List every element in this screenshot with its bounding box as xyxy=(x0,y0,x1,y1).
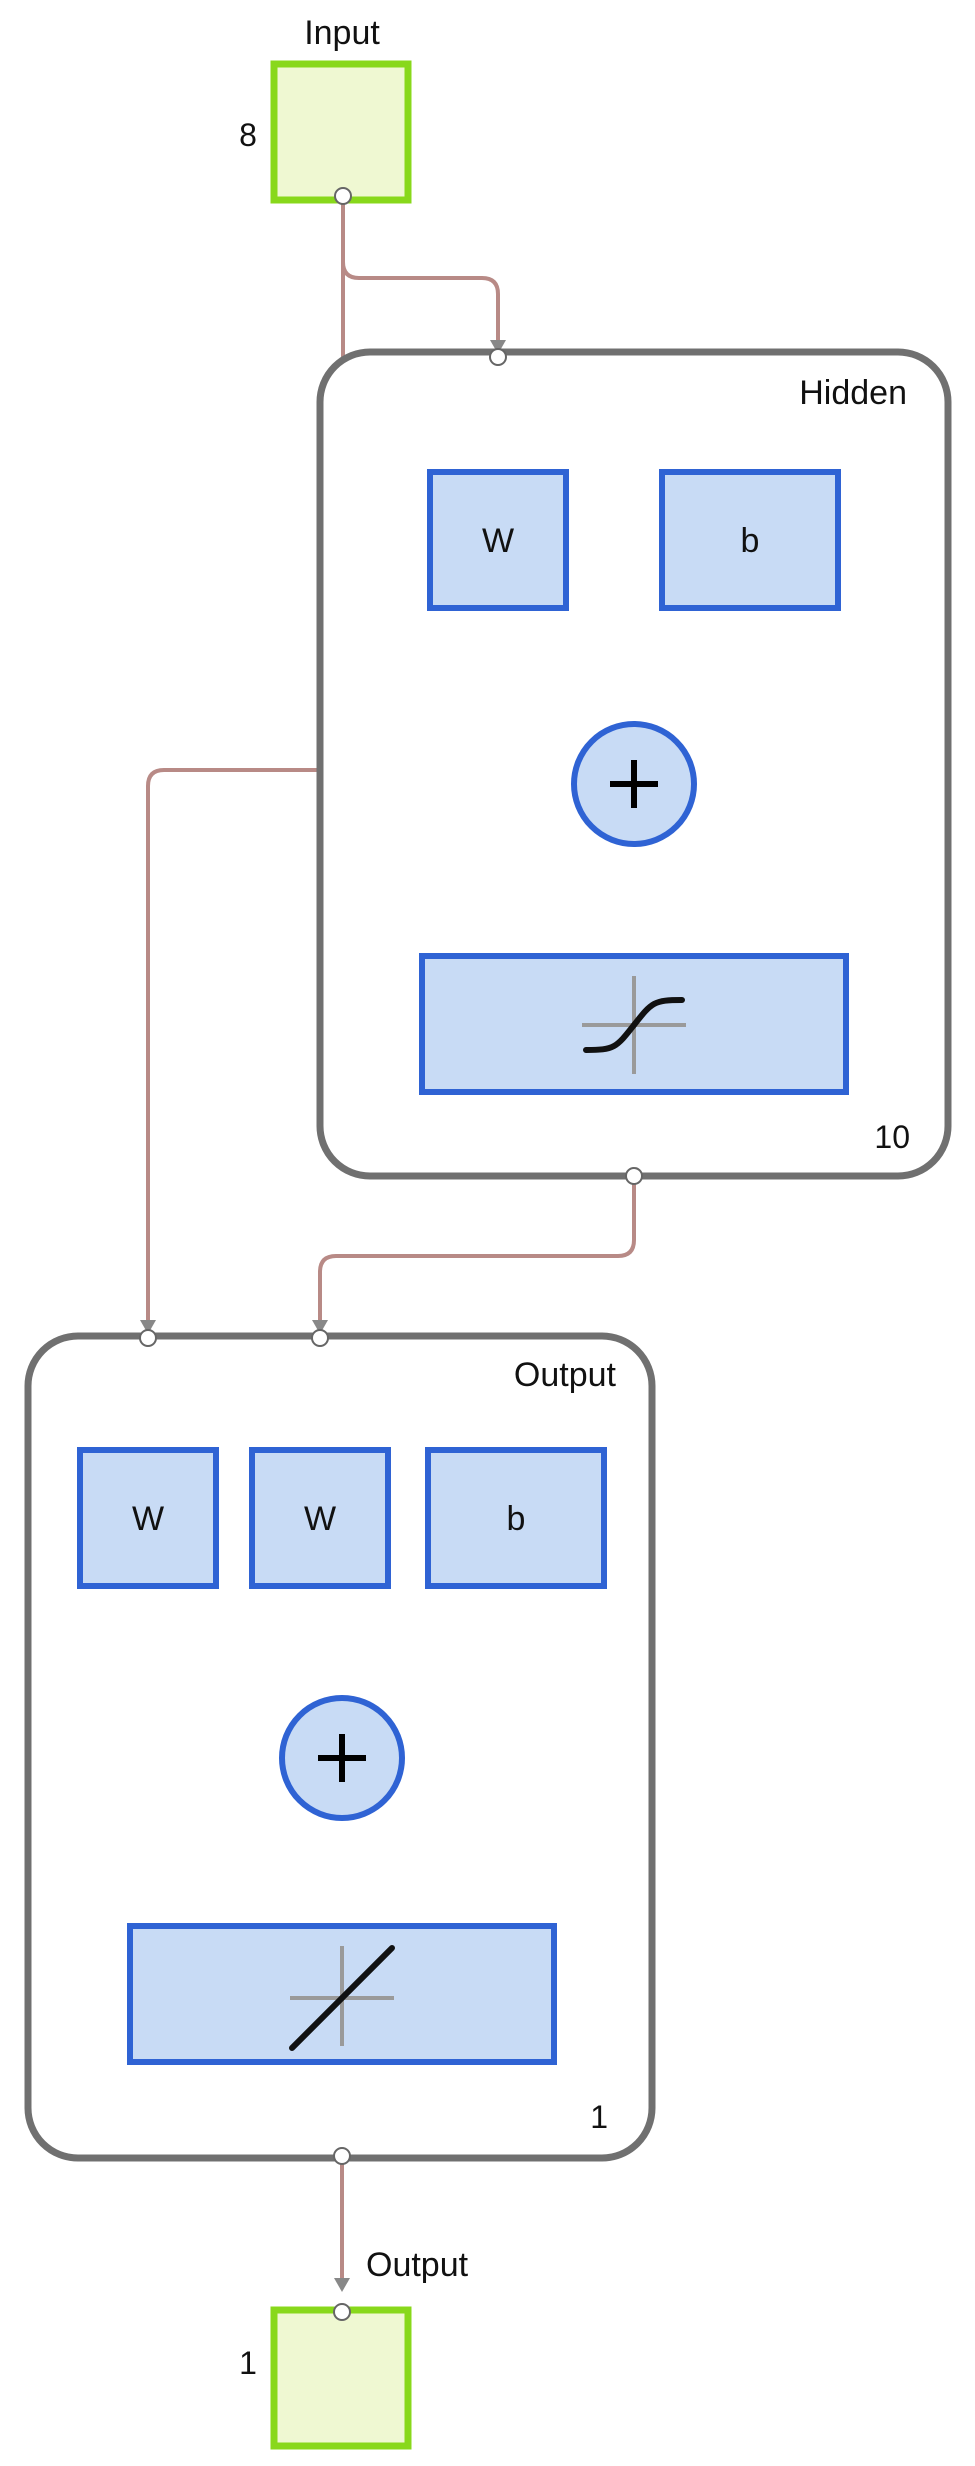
input-box[interactable] xyxy=(270,60,412,204)
hidden-bias-label: b xyxy=(741,522,760,560)
input-title: Input xyxy=(304,14,380,52)
output-block: Output 1 xyxy=(239,2246,469,2450)
output-weight2-label: W xyxy=(304,1500,336,1538)
output-layer-input-port-1 xyxy=(139,1329,157,1347)
output-weight2-block[interactable] xyxy=(249,1447,391,1589)
hidden-weight-label: W xyxy=(482,522,514,560)
hidden-title: Hidden xyxy=(799,374,907,412)
arrowhead-output-input1 xyxy=(140,1320,156,1334)
output-layer-input-port-2 xyxy=(311,1329,329,1347)
output-box[interactable] xyxy=(270,2306,412,2450)
output-sum-node[interactable] xyxy=(279,1695,405,1821)
output-layer: Output 1 W W b xyxy=(24,1332,656,2162)
wire-input-to-hidden xyxy=(341,196,500,350)
wire-hidden-to-output-w2 xyxy=(318,1179,636,1330)
ports xyxy=(139,187,643,2321)
purelin-icon xyxy=(289,1945,395,2051)
output-layer-size: 1 xyxy=(590,2099,608,2135)
output-bias-block[interactable] xyxy=(425,1447,607,1589)
output-title: Output xyxy=(366,2246,469,2284)
input-size: 8 xyxy=(239,117,257,153)
hidden-weight-block[interactable] xyxy=(427,469,569,611)
hidden-layer: Hidden 10 W b xyxy=(316,348,952,1180)
hidden-size: 10 xyxy=(874,1119,910,1155)
hidden-sum-node[interactable] xyxy=(571,721,697,847)
output-layer-title: Output xyxy=(514,1356,617,1394)
hidden-output-port xyxy=(625,1167,643,1185)
output-size: 1 xyxy=(239,2345,257,2381)
output-transfer-block[interactable] xyxy=(127,1923,557,2065)
tansig-icon xyxy=(583,997,685,1053)
arrowhead-hidden-input xyxy=(490,340,506,354)
wire-input-to-output-w1 xyxy=(146,262,345,1330)
input-port xyxy=(334,187,352,205)
output-layer-output-port xyxy=(333,2147,351,2165)
arrowhead-final-output xyxy=(334,2278,350,2292)
output-weight1-label: W xyxy=(132,1500,164,1538)
hidden-bias-block[interactable] xyxy=(659,469,841,611)
hidden-transfer-block[interactable] xyxy=(419,953,849,1095)
arrowhead-output-input2 xyxy=(312,1320,328,1334)
output-block-port xyxy=(333,2303,351,2321)
output-weight1-block[interactable] xyxy=(77,1447,219,1589)
hidden-input-port xyxy=(489,348,507,366)
input-block: Input 8 xyxy=(239,14,412,204)
output-bias-label: b xyxy=(507,1500,526,1538)
